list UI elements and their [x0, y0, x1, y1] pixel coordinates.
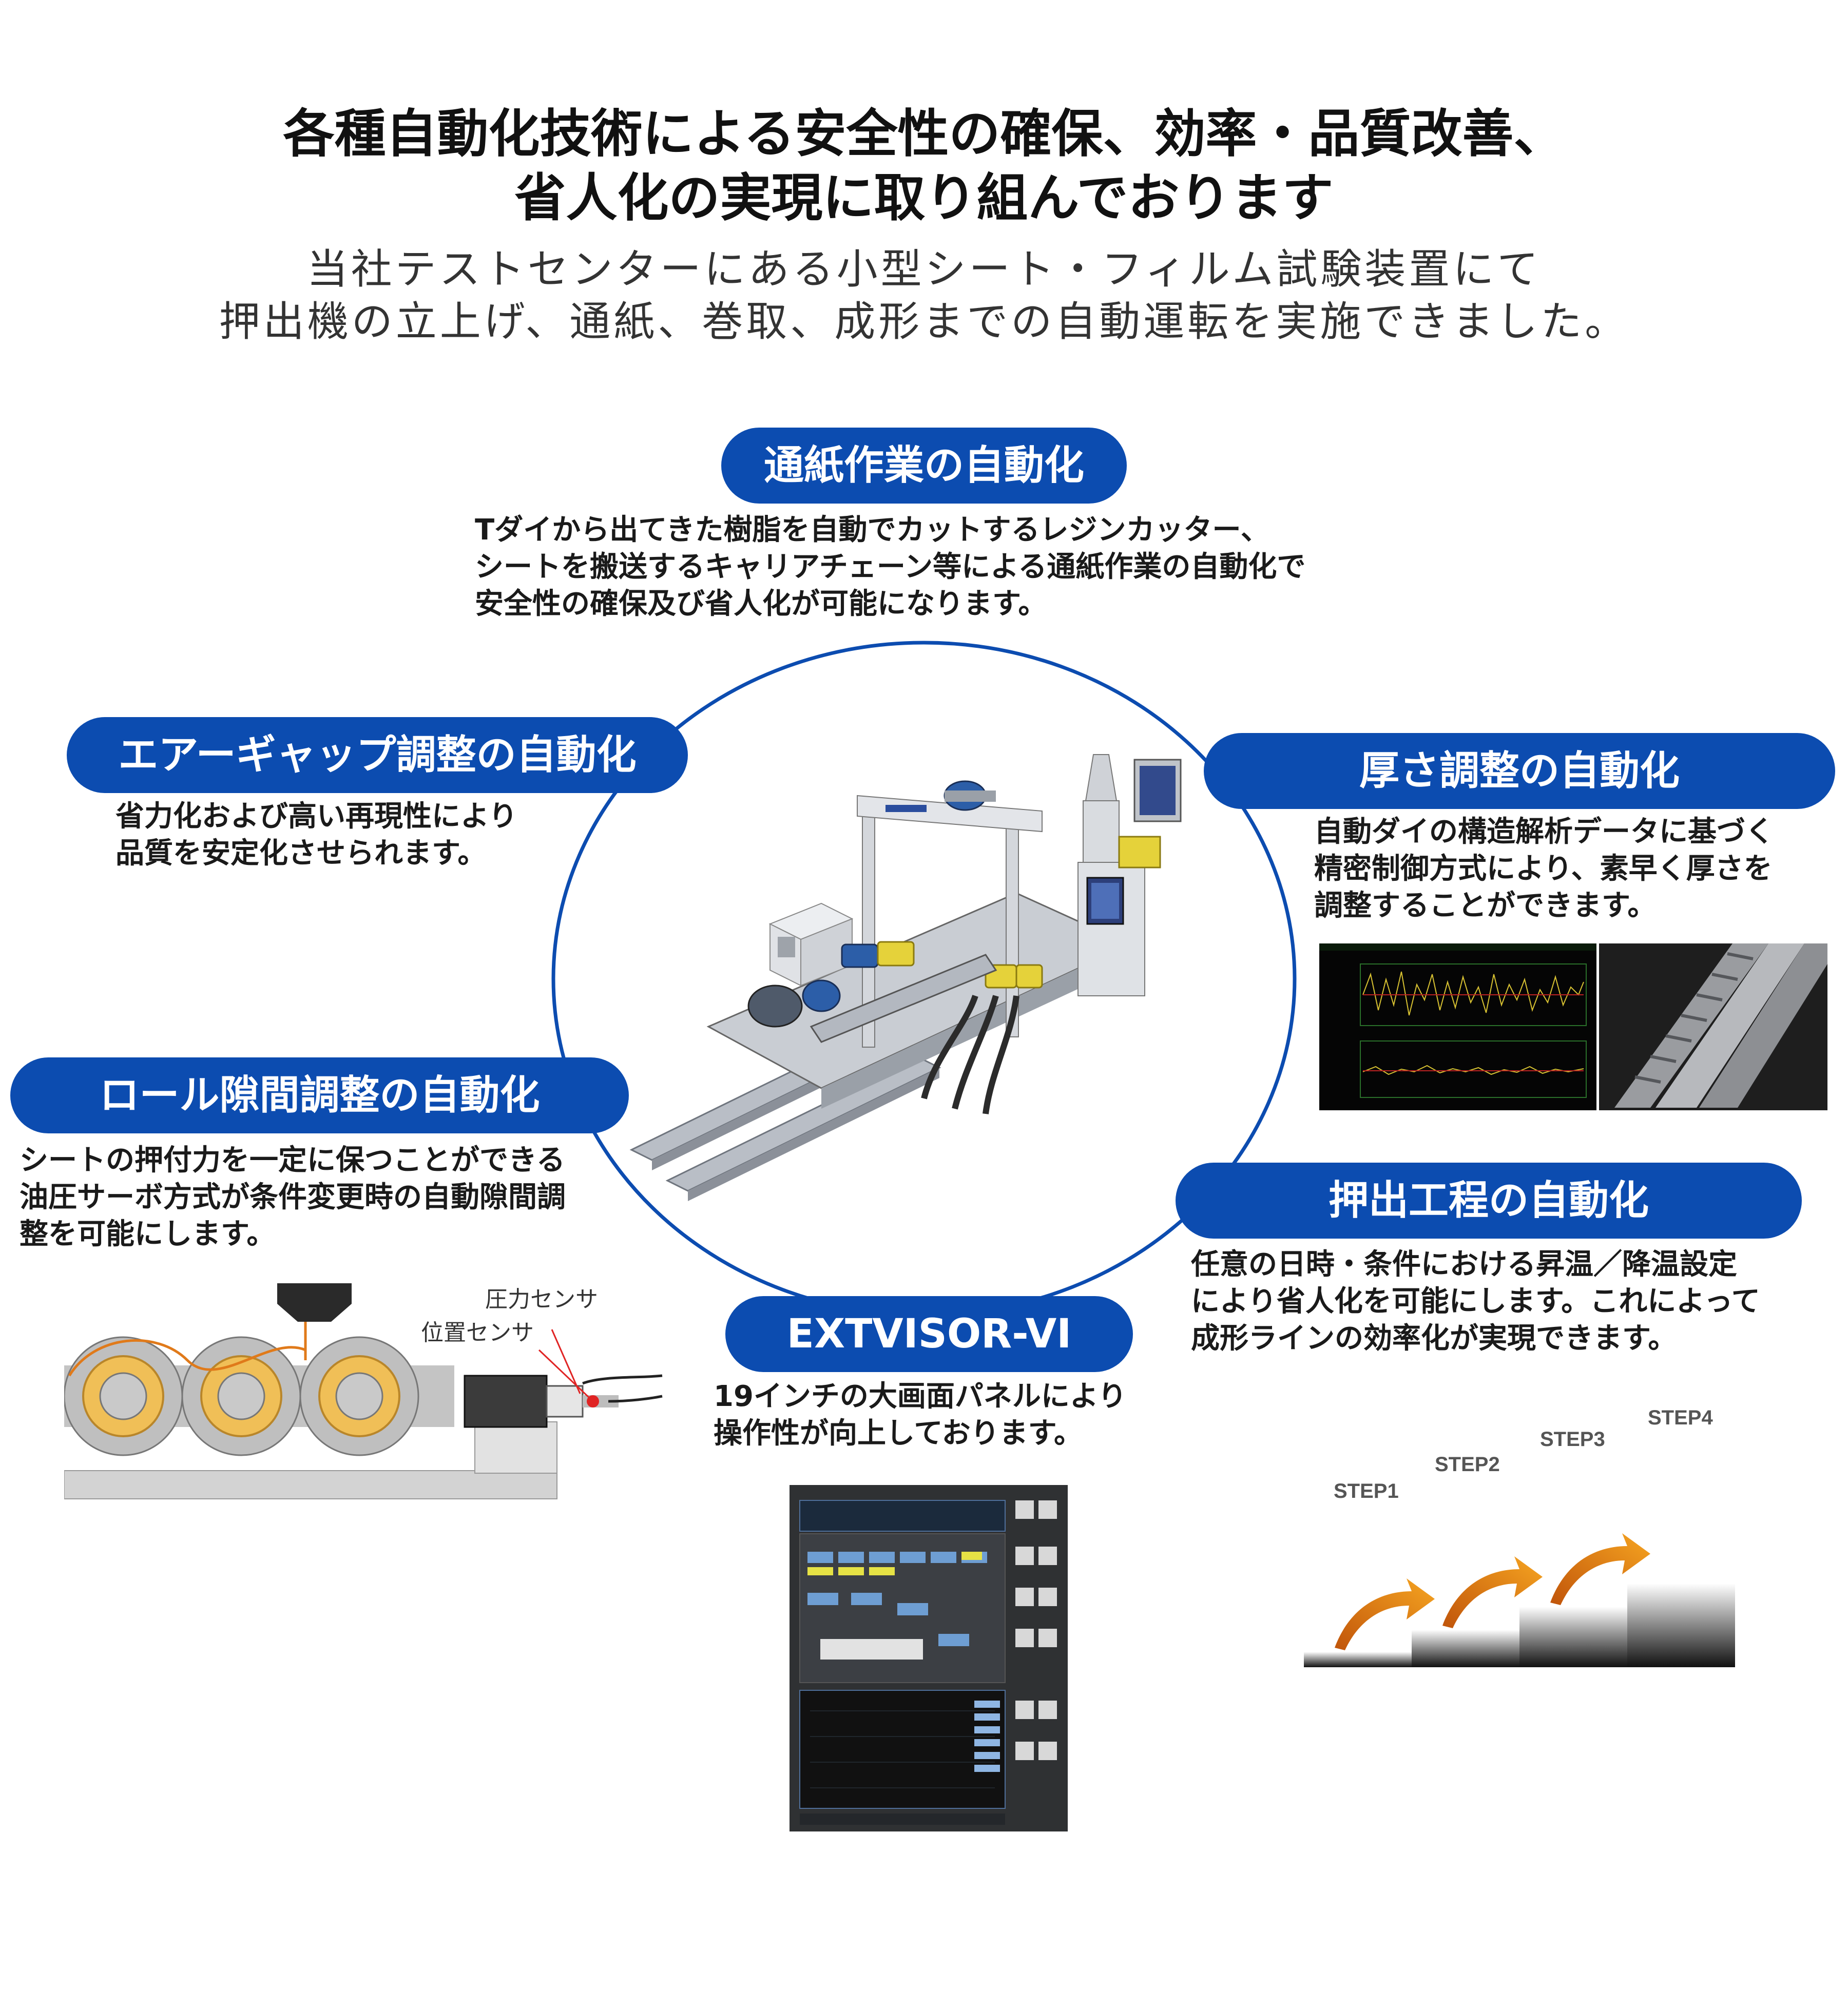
- thickness-desc-2: 精密制御方式により、素早く厚さを: [1314, 852, 1773, 885]
- subline-line-2: 押出機の立上げ、通紙、巻取、成形までの自動運転を実施できました。: [219, 298, 1629, 345]
- extvisor-desc-1: 19インチの大画面パネルにより: [714, 1380, 1127, 1413]
- thickness-profile-monitor: [1319, 943, 1596, 1110]
- extvisor-desc-2: 操作性が向上しております。: [714, 1417, 1083, 1450]
- extrusion-machine-illustration: [629, 754, 1182, 1201]
- roll-gap-title: ロール隙間調整の自動化: [10, 1057, 629, 1133]
- step-4-label: STEP4: [1648, 1406, 1713, 1429]
- headline-line-1: 各種自動化技術による安全性の確保、効率・品質改善、: [283, 104, 1565, 164]
- thickness-desc-3: 調整することができます。: [1314, 889, 1657, 922]
- extrusion-desc-1: 任意の日時・条件における昇温／降温設定: [1191, 1248, 1737, 1281]
- air-gap-desc-1: 省力化および高い再現性により: [116, 800, 517, 833]
- automatic-die-render: [1599, 943, 1827, 1110]
- step-2-label: STEP2: [1435, 1453, 1500, 1476]
- headline-line-2: 省人化の実現に取り組んでおります: [514, 168, 1334, 228]
- roll-gap-diagram: [64, 1283, 663, 1499]
- paper-threading-desc-1: Tダイから出てきた樹脂を自動でカットするレジンカッター、: [475, 513, 1269, 547]
- extvisor-panel-screen: [790, 1485, 1068, 1831]
- paper-threading-desc-2: シートを搬送するキャリアチェーン等による通紙作業の自動化で: [475, 550, 1306, 584]
- thickness-title: 厚さ調整の自動化: [1204, 733, 1835, 809]
- subline-line-1: 当社テストセンターにある小型シート・フィルム試験装置にて: [306, 245, 1542, 293]
- pressure-sensor-label: 圧力センサ: [485, 1286, 598, 1313]
- roll-gap-desc-1: シートの押付力を一定に保つことができる: [20, 1144, 565, 1177]
- roll-gap-desc-3: 整を可能にします。: [20, 1218, 276, 1251]
- steps-diagram: [1304, 1533, 1735, 1667]
- paper-threading-desc-3: 安全性の確保及び省人化が可能になります。: [475, 587, 1047, 621]
- roll-gap-desc-2: 油圧サーボ方式が条件変更時の自動隙間調: [20, 1181, 566, 1214]
- extvisor-title: EXTVISOR-VI: [725, 1296, 1133, 1372]
- paper-threading-title: 通紙作業の自動化: [721, 428, 1127, 504]
- air-gap-title: エアーギャップ調整の自動化: [67, 717, 688, 793]
- thickness-desc-1: 自動ダイの構造解析データに基づく: [1314, 815, 1774, 848]
- position-sensor-label: 位置センサ: [421, 1320, 534, 1346]
- step-1-label: STEP1: [1334, 1480, 1399, 1502]
- step-3-label: STEP3: [1540, 1428, 1605, 1451]
- extrusion-desc-3: 成形ラインの効率化が実現できます。: [1191, 1322, 1677, 1355]
- extrusion-title: 押出工程の自動化: [1176, 1163, 1802, 1239]
- extrusion-desc-2: により省人化を可能にします。これによって: [1191, 1285, 1760, 1318]
- air-gap-desc-2: 品質を安定化させられます。: [116, 837, 487, 870]
